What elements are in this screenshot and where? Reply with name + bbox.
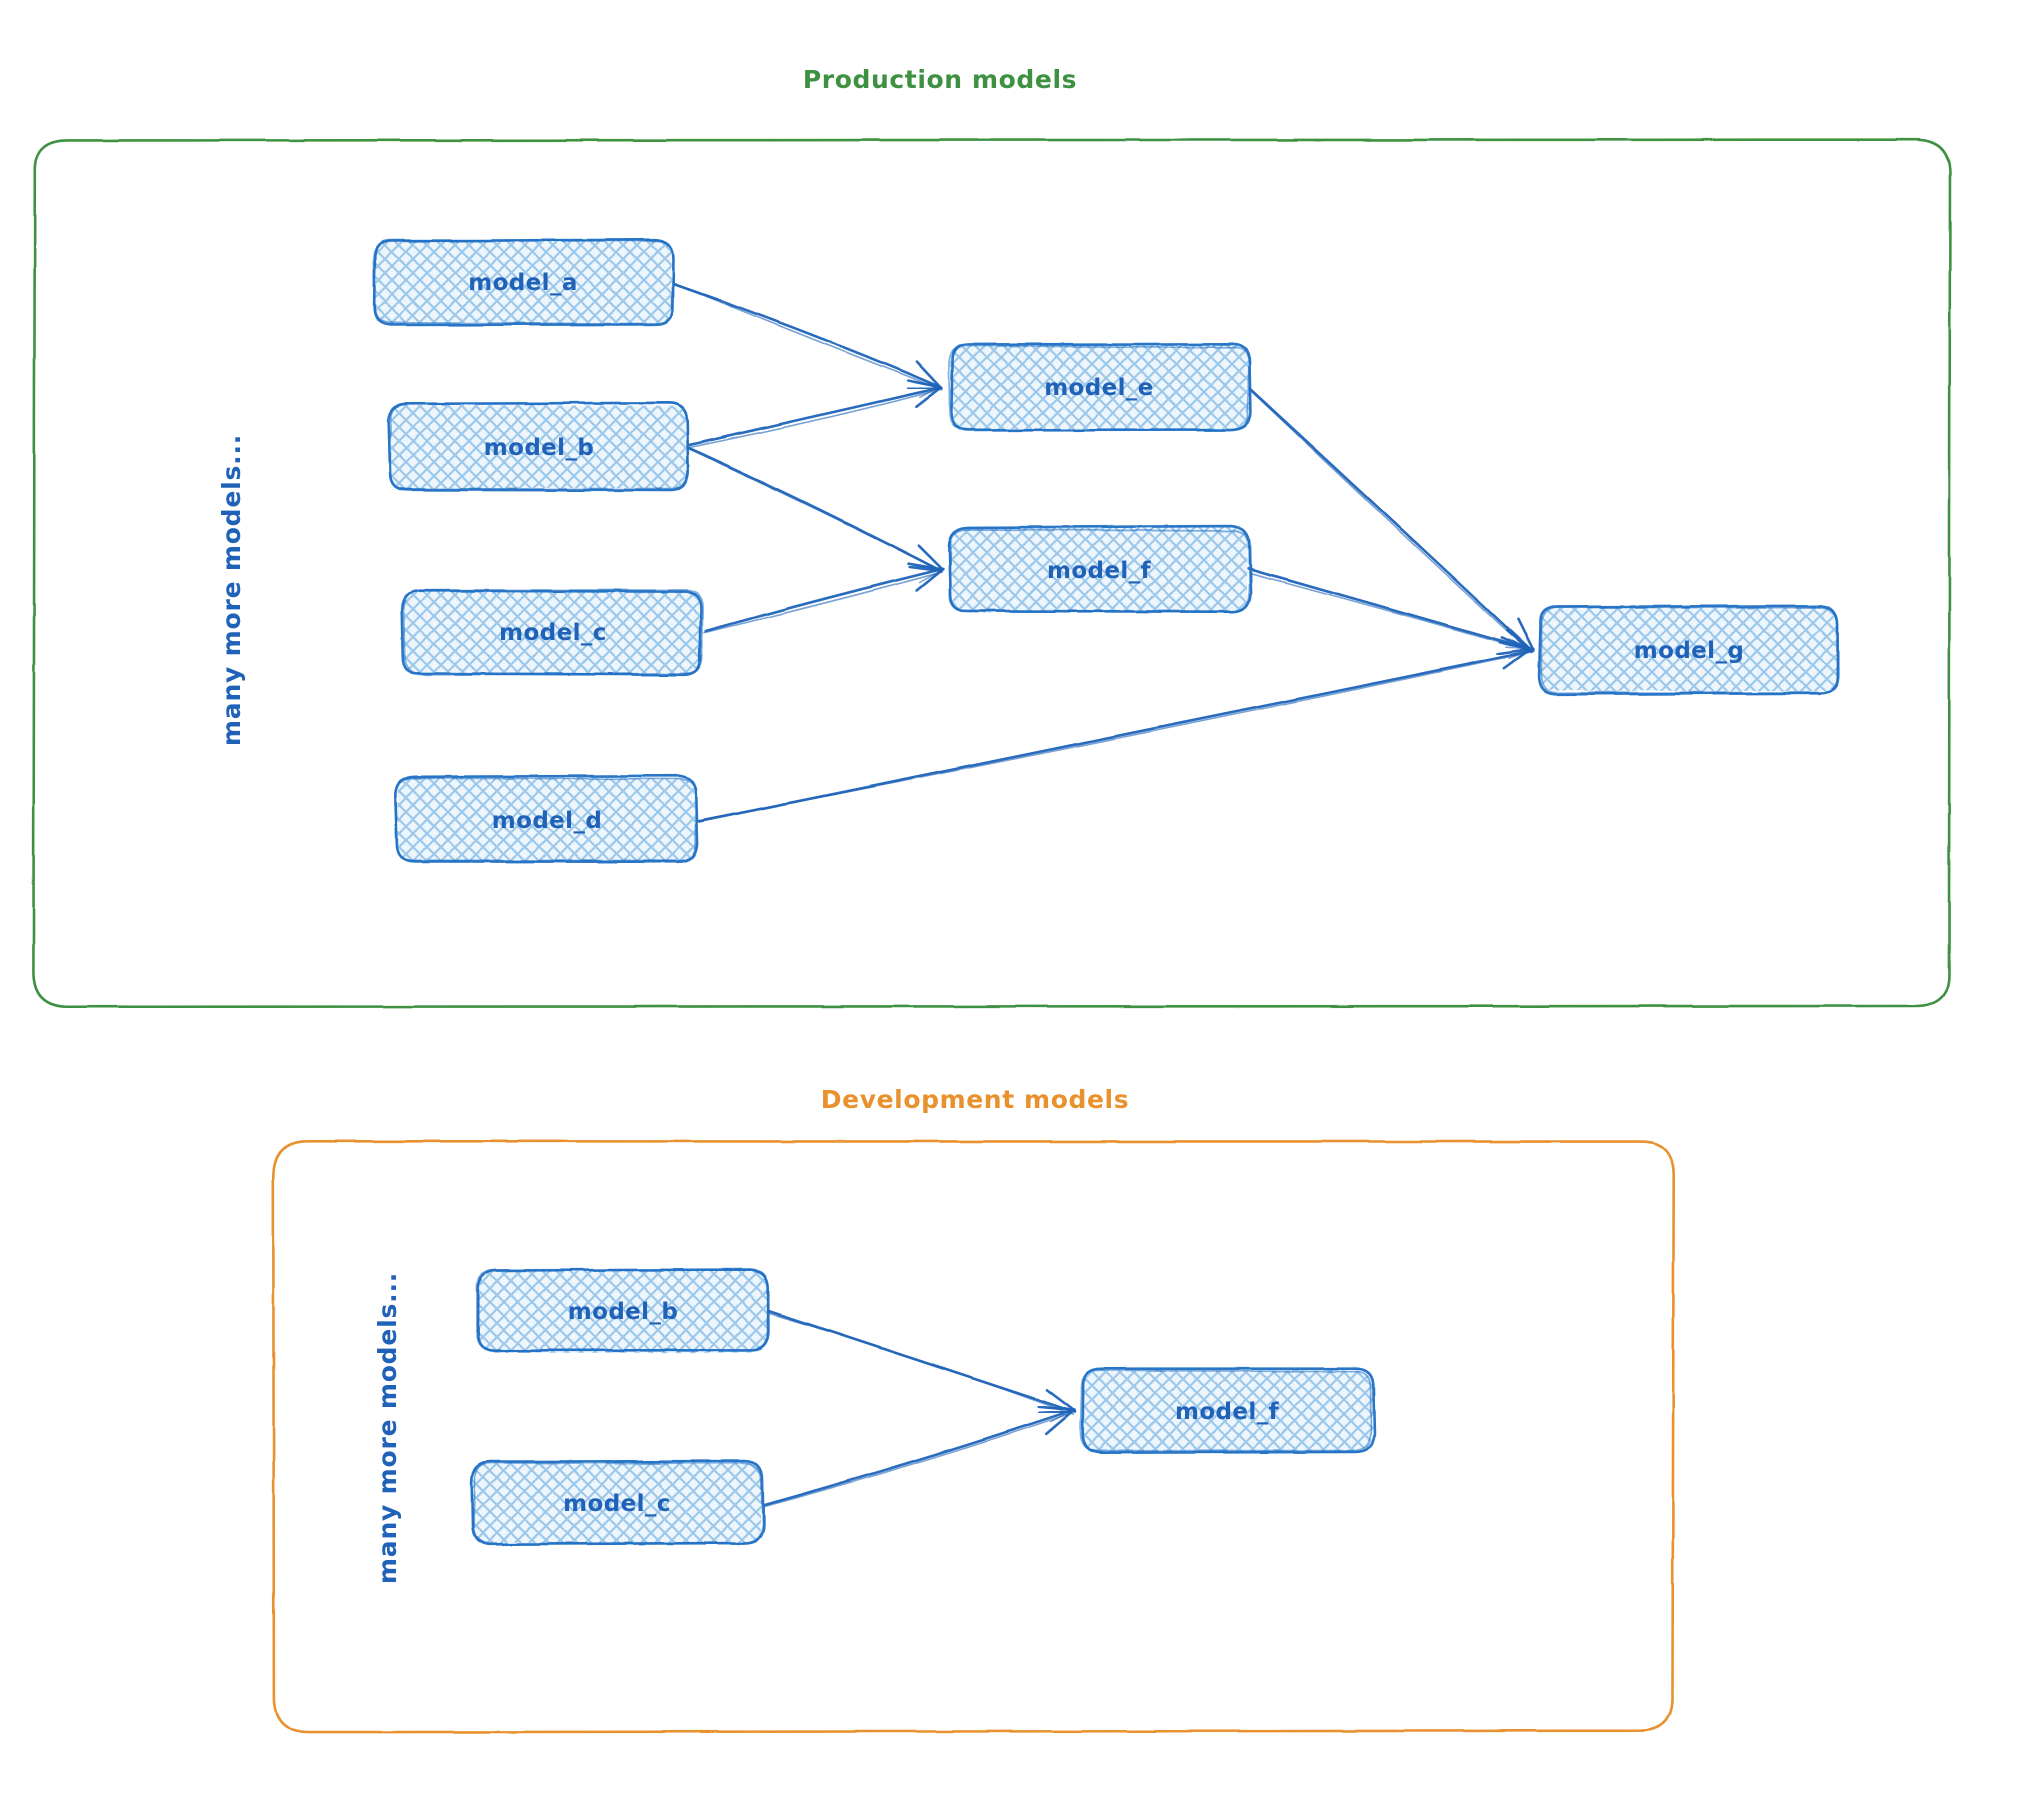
node-border [948, 528, 1250, 614]
side-note-production: many more models... [217, 434, 246, 746]
node-border [1079, 1369, 1372, 1452]
edge-arrowhead [915, 386, 943, 409]
node-label: model_c [563, 1491, 671, 1517]
node-fill [397, 777, 696, 862]
edge-line [1247, 386, 1533, 653]
edge-line [697, 651, 1534, 822]
node-fill [471, 1461, 762, 1544]
node-border [402, 589, 704, 676]
node-border [400, 589, 703, 677]
node-label: model_d [492, 808, 602, 834]
edge-arrowhead [1498, 640, 1533, 652]
edge-line [1248, 388, 1532, 654]
group-title-production: Production models [803, 65, 1077, 94]
node-border [1081, 1367, 1376, 1454]
edge-prod_model_a-to-prod_model_e [671, 282, 944, 391]
node-prod_model_f[interactable]: model_f [947, 524, 1252, 614]
node-fill [1081, 1370, 1373, 1453]
edge-prod_model_e-to-prod_model_g [1247, 386, 1534, 654]
node-label: model_b [568, 1299, 678, 1325]
node-dev_model_f[interactable]: model_f [1079, 1367, 1376, 1454]
node-fill [949, 527, 1248, 613]
node-label: model_g [1634, 638, 1744, 664]
edge-line [687, 386, 942, 447]
edge-prod_model_c-to-prod_model_f [703, 562, 945, 634]
edge-arrowhead [1037, 1405, 1076, 1412]
node-border [388, 401, 689, 490]
edge-prod_model_b-to-prod_model_f [687, 447, 944, 573]
node-border [948, 345, 1250, 431]
edge-line [1247, 567, 1534, 651]
node-prod_model_e[interactable]: model_e [948, 342, 1252, 432]
node-fill [477, 1269, 769, 1353]
node-fill [389, 405, 688, 489]
edge-arrowhead [1508, 649, 1533, 660]
edge-line [690, 449, 942, 572]
node-border [394, 777, 698, 862]
node-label: model_e [1044, 375, 1154, 401]
edge-line [703, 571, 944, 634]
edge-arrowhead [1049, 1408, 1076, 1423]
node-label: model_f [1047, 558, 1152, 584]
edge-arrowhead [918, 570, 942, 584]
edge-arrowhead [917, 544, 944, 571]
group-container-development [272, 1140, 1675, 1734]
node-fill [374, 239, 673, 324]
edge-line [671, 282, 942, 389]
edge-prod_model_d-to-prod_model_g [697, 640, 1535, 823]
node-prod_model_g[interactable]: model_g [1537, 604, 1840, 696]
edge-arrowhead [919, 385, 942, 398]
edge-line [1249, 572, 1533, 652]
edge-arrowhead [1505, 628, 1533, 653]
node-label: model_b [484, 435, 594, 461]
node-fill [949, 343, 1250, 430]
edge-prod_model_b-to-prod_model_e [687, 379, 943, 449]
node-border [476, 1268, 769, 1352]
edge-line [674, 283, 944, 391]
node-prod_model_d[interactable]: model_d [394, 774, 699, 864]
edge-arrowhead [915, 360, 943, 390]
node-prod_model_c[interactable]: model_c [400, 589, 704, 677]
edge-line [704, 567, 944, 633]
side-note-development: many more models... [373, 1272, 402, 1584]
node-fill [1539, 607, 1838, 692]
edge-arrowhead [907, 562, 944, 571]
node-prod_model_a[interactable]: model_a [372, 238, 675, 327]
node-label: model_c [499, 620, 607, 646]
group-container-production [32, 138, 1952, 1009]
edge-arrowhead [1045, 1388, 1077, 1413]
edge-arrowhead [1516, 617, 1534, 651]
node-dev_model_c[interactable]: model_c [470, 1459, 765, 1546]
edge-line [688, 388, 943, 449]
node-fill [403, 590, 703, 674]
edge-line [763, 1408, 1074, 1507]
edge-line [763, 1411, 1074, 1508]
group-border-development [272, 1140, 1675, 1734]
node-border [472, 1462, 764, 1545]
edge-dev_model_c-to-dev_model_f [763, 1405, 1076, 1508]
node-label: model_a [468, 270, 578, 296]
group-title-development: Development models [821, 1085, 1129, 1114]
edge-arrowhead [1044, 1409, 1075, 1436]
node-border [1540, 606, 1839, 694]
edge-arrowhead [906, 379, 943, 389]
edge-dev_model_b-to-dev_model_f [766, 1309, 1077, 1416]
node-dev_model_b[interactable]: model_b [476, 1268, 770, 1353]
group-border-production [32, 138, 1952, 1009]
node-border [372, 239, 675, 325]
node-label: model_f [1175, 1399, 1280, 1425]
edge-line [768, 1312, 1075, 1416]
node-prod_model_b[interactable]: model_b [386, 401, 690, 492]
